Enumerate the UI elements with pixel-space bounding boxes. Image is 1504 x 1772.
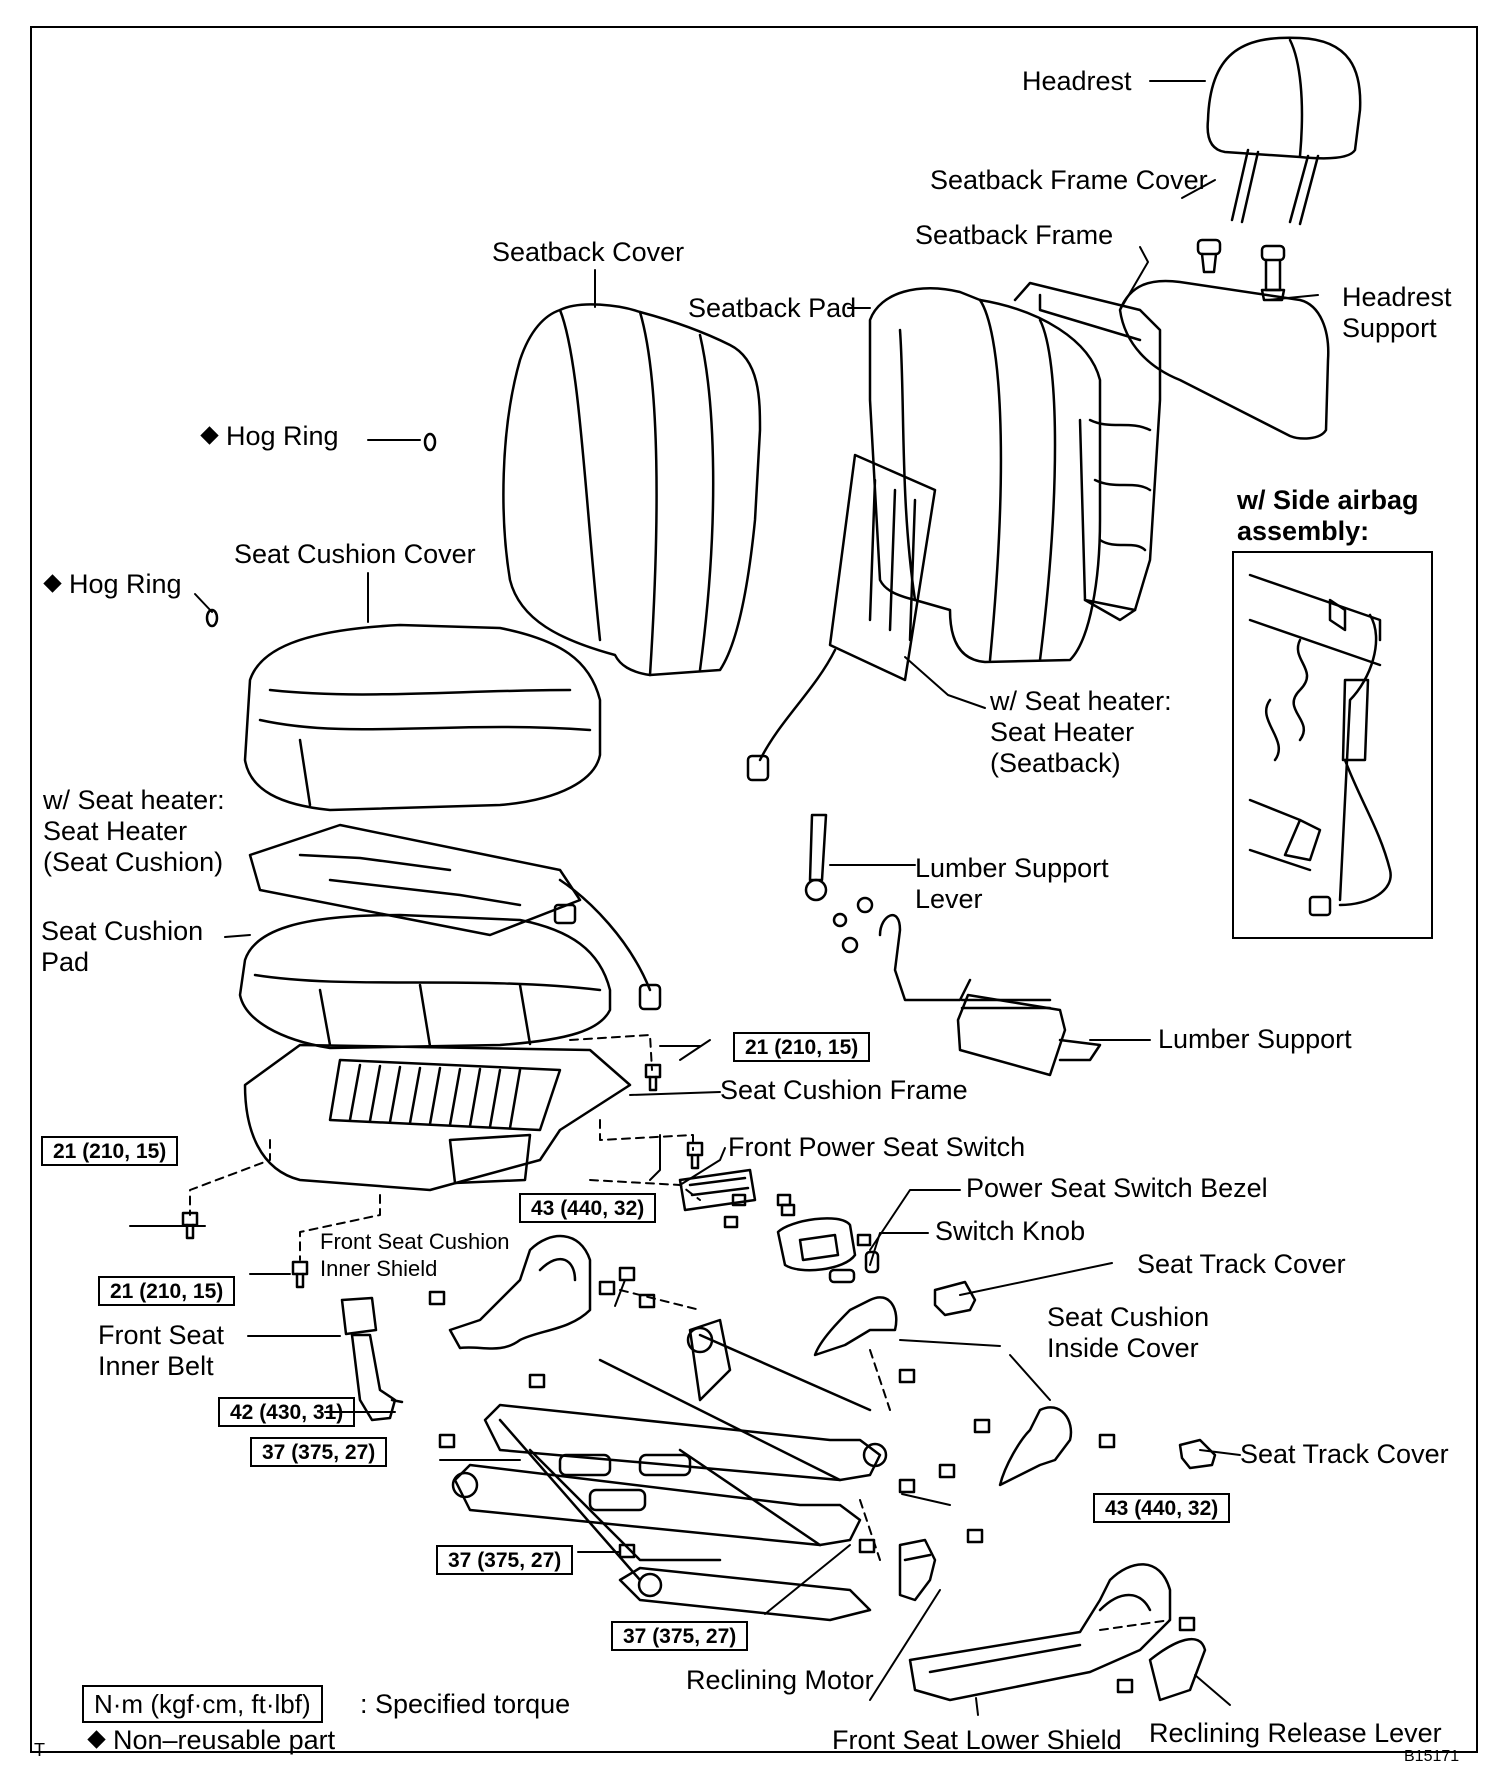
torque-box: 37 (375, 27) [250, 1437, 388, 1467]
label-power-seat-switch-bezel: Power Seat Switch Bezel [966, 1173, 1268, 1203]
front-seat-inner-belt-part [340, 1296, 404, 1422]
label-seatback-pad: Seatback Pad [688, 293, 857, 323]
side-airbag-inset-drawing [1248, 573, 1392, 917]
front-power-seat-switch-part [678, 1168, 757, 1212]
torque-box: 21 (210, 15) [733, 1032, 871, 1062]
label-front-seat-inner-belt: Front Seat Inner Belt [98, 1320, 225, 1381]
torque-box: 43 (440, 32) [1093, 1493, 1231, 1523]
seatback-frame-cover-part [1118, 279, 1330, 440]
power-seat-switch-bezel-part [776, 1217, 857, 1272]
seat-cushion-inside-cover-part [813, 1296, 1073, 1487]
label-seat-cushion-cover: Seat Cushion Cover [234, 539, 476, 569]
hog-ring-2 [205, 608, 219, 628]
hog-ring-1 [423, 432, 437, 452]
label-seat-cushion-inside-cover: Seat Cushion Inside Cover [1047, 1302, 1210, 1363]
side-airbag-inset-box [1232, 551, 1433, 939]
seatback-pad-part [868, 286, 1102, 664]
figure-code: B15171 [1404, 1748, 1460, 1765]
front-seat-cushion-inner-shield-part [448, 1234, 592, 1350]
seat-cushion-frame-part [243, 1043, 632, 1192]
seat-track-cover-2-part [1178, 1438, 1217, 1470]
label-lumber-support: Lumber Support [1158, 1024, 1352, 1054]
torque-box: 37 (375, 27) [436, 1545, 574, 1575]
seat-heater-seatback-part [746, 453, 937, 782]
bolts [181, 1063, 1196, 1694]
label-headrest-support: Headrest Support [1342, 282, 1452, 343]
torque-box: 42 (430, 31) [218, 1397, 356, 1427]
lumber-support-part [832, 896, 1102, 1077]
label-front-seat-cushion-inner-shield: Front Seat Cushion Inner Shield [320, 1229, 510, 1281]
label-seatback-cover: Seatback Cover [492, 237, 685, 267]
torque-box: 21 (210, 15) [41, 1136, 179, 1166]
seat-heater-cushion-part [248, 823, 662, 1011]
switch-knob-part [828, 1250, 880, 1284]
corner-mark: T [34, 1740, 45, 1760]
label-front-power-seat-switch: Front Power Seat Switch [728, 1132, 1026, 1162]
label-hog-ring-2: Hog Ring [43, 569, 182, 600]
label-seat-cushion-frame: Seat Cushion Frame [720, 1075, 968, 1105]
seatback-cover-part [502, 303, 762, 677]
lumber-support-lever-part [804, 813, 828, 902]
label-side-airbag: w/ Side airbag assembly: [1237, 485, 1419, 546]
label-hog-ring-1: Hog Ring [200, 421, 339, 452]
label-seat-track-cover-2: Seat Track Cover [1240, 1439, 1449, 1469]
torque-box: 37 (375, 27) [611, 1621, 749, 1651]
seatback-frame-part [1013, 281, 1162, 622]
headrest-support-part [1196, 238, 1286, 302]
non-reusable-mark [43, 574, 62, 593]
label-lumber-support-lever: Lumber Support Lever [915, 853, 1109, 914]
seat-cushion-cover-part [243, 623, 602, 812]
reclining-release-lever-part [1148, 1638, 1207, 1702]
legend-non-reusable: Non–reusable part [87, 1725, 335, 1756]
seat-track-cover-1-part [933, 1280, 977, 1317]
label-headrest: Headrest [1022, 66, 1132, 96]
diagram-frame [30, 26, 1478, 1753]
label-front-seat-lower-shield: Front Seat Lower Shield [832, 1725, 1122, 1755]
label-seat-heater-seatback: w/ Seat heater: Seat Heater (Seatback) [990, 686, 1172, 778]
label-switch-knob: Switch Knob [935, 1216, 1086, 1246]
seat-track-frame-part [451, 1318, 888, 1622]
non-reusable-mark [200, 426, 219, 445]
headrest-part [1206, 36, 1362, 226]
label-reclining-release-lever: Reclining Release Lever [1149, 1718, 1442, 1748]
reclining-motor-part [898, 1538, 937, 1602]
label-seatback-frame: Seatback Frame [915, 220, 1114, 250]
seat-cushion-pad-part [238, 913, 612, 1050]
label-seat-track-cover-1: Seat Track Cover [1137, 1249, 1346, 1279]
front-seat-lower-shield-part [908, 1563, 1172, 1702]
label-seat-cushion-pad: Seat Cushion Pad [41, 916, 204, 977]
label-reclining-motor: Reclining Motor [686, 1665, 874, 1695]
non-reusable-mark [87, 1730, 106, 1749]
label-seatback-frame-cover: Seatback Frame Cover [930, 165, 1208, 195]
torque-box: 43 (440, 32) [519, 1193, 657, 1223]
torque-box: 21 (210, 15) [98, 1276, 236, 1306]
legend-specified-torque: : Specified torque [360, 1689, 571, 1719]
legend-torque-unit: N·m (kgf·cm, ft·lbf) [82, 1685, 323, 1723]
label-seat-heater-cushion: w/ Seat heater: Seat Heater (Seat Cushio… [43, 785, 225, 877]
